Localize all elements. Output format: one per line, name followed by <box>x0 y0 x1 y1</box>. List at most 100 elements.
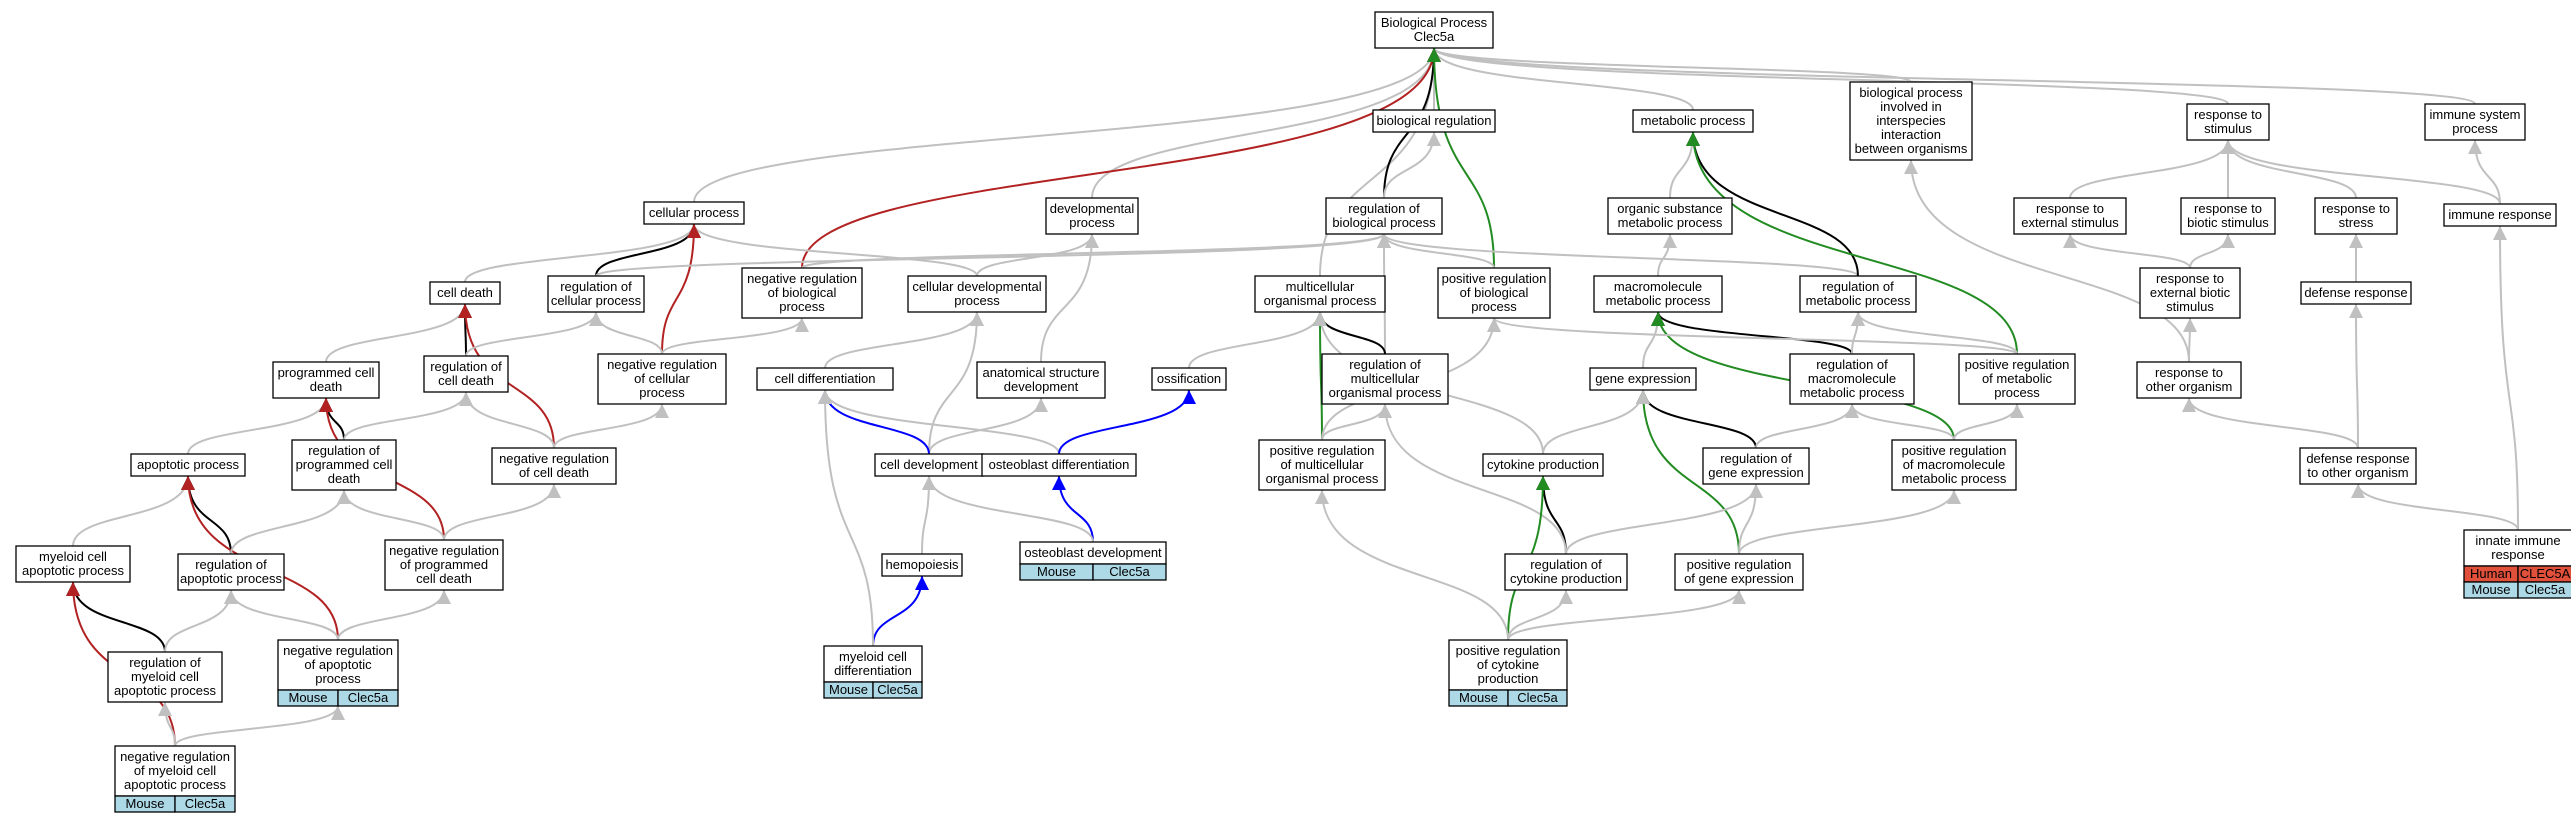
node-label: process <box>1994 385 2040 400</box>
go-term-node-hemo[interactable]: hemopoiesis <box>881 553 963 577</box>
node-label: immune system <box>2429 107 2520 122</box>
node-label: organismal process <box>1264 293 1377 308</box>
node-label: biotic stimulus <box>2187 215 2269 230</box>
go-term-node-bioreg[interactable]: biological regulation <box>1372 109 1496 133</box>
edge-black-regapop-to-apop <box>181 475 232 555</box>
gene-tag <box>1507 689 1568 707</box>
edge-gray-reggene-to-regmacro <box>1755 403 1859 449</box>
go-term-node-apop[interactable]: apoptotic process <box>130 453 246 477</box>
gene-tag <box>2517 581 2571 599</box>
node-label: of metabolic <box>1982 371 2053 386</box>
node-box <box>130 453 246 477</box>
go-term-node-metab[interactable]: metabolic process <box>1632 109 1754 133</box>
node-box <box>1482 453 1604 477</box>
node-label: metabolic process <box>1641 113 1746 128</box>
go-term-node-cytoprod[interactable]: cytokine production <box>1482 453 1604 477</box>
node-box <box>1702 447 1810 485</box>
edge-gray-innate-to-defother <box>2351 483 2519 531</box>
go-term-node-celldiff[interactable]: cell differentiation <box>756 367 894 391</box>
go-term-node-defresp[interactable]: defense response <box>2300 281 2412 305</box>
node-label: cellular process <box>649 205 740 220</box>
go-term-node-osteodiff[interactable]: osteoblast differentiation <box>981 453 1137 477</box>
node-label: differentiation <box>834 663 912 678</box>
go-term-node-ossif[interactable]: ossification <box>1151 367 1227 391</box>
node-label: cell death <box>437 285 493 300</box>
node-label: Biological Process <box>1381 15 1488 30</box>
edge-gray-ossif-to-multiorg <box>1188 311 1327 369</box>
go-term-node-cellular[interactable]: cellular process <box>643 201 745 225</box>
edge-gray-immresp-to-immsys <box>2468 139 2501 205</box>
node-box <box>1254 275 1386 313</box>
node-box <box>2180 197 2276 235</box>
node-label: stimulus <box>2166 299 2214 314</box>
node-label: negative regulation <box>747 271 857 286</box>
node-label: cellular developmental <box>912 279 1041 294</box>
edge-gray-regbp-to-bioreg <box>1383 131 1441 199</box>
edge-gray-regmetab-to-regbp <box>1377 233 1859 277</box>
node-label: of cellular <box>634 371 690 386</box>
node-box <box>1789 353 1915 405</box>
edge-gray-myeloidapop-to-apop <box>72 475 195 547</box>
node-label: metabolic process <box>1800 385 1905 400</box>
node-label: of macromolecule <box>1903 457 2006 472</box>
go-term-node-immresp[interactable]: immune response <box>2443 203 2557 227</box>
edge-black-regmulti-to-multiorg <box>1313 311 1386 355</box>
edge-gray-respextbiotic-to-respext <box>2063 233 2191 269</box>
go-term-node-geneexpr[interactable]: gene expression <box>1589 367 1697 391</box>
edge-green-posregmulti-to-multiorg <box>1313 311 1328 441</box>
edge-gray-regcellproc-to-regbp <box>595 233 1391 277</box>
go-term-node-celldeath[interactable]: cell death <box>429 281 501 305</box>
node-label: positive regulation <box>1902 443 2007 458</box>
node-label: metabolic process <box>1618 215 1723 230</box>
go-term-node-celldev[interactable]: cell development <box>874 453 984 477</box>
node-label: regulation of <box>308 443 380 458</box>
node-label: regulation of <box>1348 201 1420 216</box>
species-tag-label: Human <box>2470 566 2512 581</box>
node-box <box>597 353 727 405</box>
